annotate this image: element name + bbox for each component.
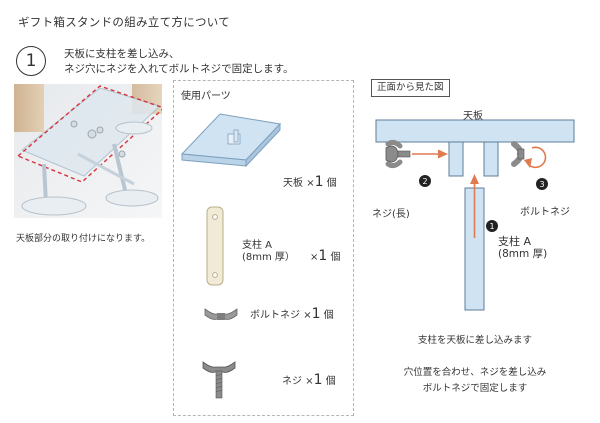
part-post-a-count: ×1 個 [310, 248, 341, 264]
photo-caption: 天板部分の取り付けになります。 [16, 234, 151, 244]
part-bolt-nut-label: ボルトネジ ×1 個 [250, 306, 334, 322]
top-plate-part-icon [180, 113, 282, 168]
note-fix-bolt: ボルトネジで固定します [422, 383, 528, 394]
assembly-photo-illustration [14, 84, 162, 218]
step-number-badge: 1 [16, 46, 46, 76]
part-top-plate-label: 天板 ×1 個 [283, 174, 337, 190]
parts-panel [173, 80, 354, 416]
front-view-diagram: 1 2 3 [375, 119, 575, 311]
part-screw-label: ネジ ×1 個 [282, 372, 336, 388]
front-view-heading: 正面から見た図 [371, 79, 450, 97]
post-a-front-label: 支柱 A (8mm 厚) [498, 235, 548, 260]
step-instruction-line2: ネジ穴にネジを入れてボルトネジで固定します。 [64, 63, 294, 75]
wing-screw-icon [202, 361, 236, 399]
marker-3: 3 [539, 180, 544, 189]
screw-long-label: ネジ(長) [372, 209, 410, 220]
page-title: ギフト箱スタンドの組み立て方について [18, 15, 231, 29]
marker-1: 1 [489, 222, 494, 231]
front-view-top-label: 天板 [463, 111, 483, 122]
marker-2: 2 [422, 177, 427, 186]
parts-heading: 使用パーツ [181, 91, 231, 102]
bolt-nut-label: ボルトネジ [520, 207, 570, 218]
assembly-photo [14, 84, 162, 218]
step-instruction-line1: 天板に支柱を差し込み、 [64, 48, 180, 60]
post-a-part-icon [206, 206, 224, 286]
note-insert-post: 支柱を天板に差し込みます [417, 335, 532, 346]
part-post-a-label: 支柱 A (8mm 厚） [242, 240, 295, 263]
wing-nut-icon [204, 308, 238, 320]
note-align-holes: 穴位置を合わせ、ネジを差し込み [403, 367, 547, 378]
